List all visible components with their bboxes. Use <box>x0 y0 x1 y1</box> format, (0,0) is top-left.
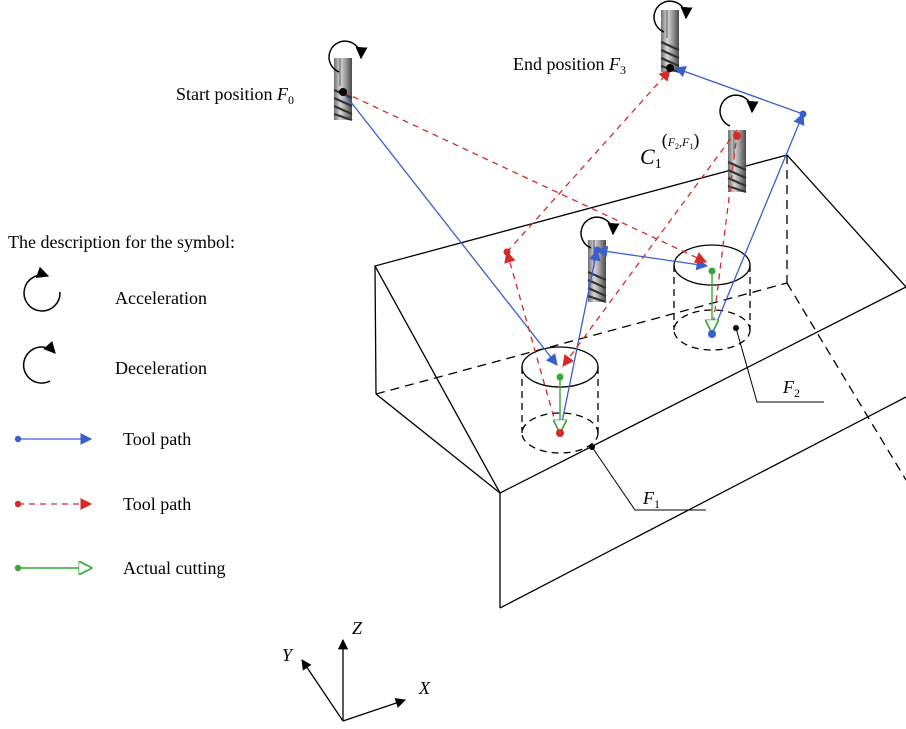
f2-label: F2 <box>782 377 800 400</box>
axis-y-label: Y <box>282 645 294 665</box>
acceleration-arrow-icon <box>580 216 620 249</box>
red-path-side-to-end <box>506 69 671 253</box>
deceleration-arrow-icon <box>22 340 56 384</box>
deceleration-arrow-icon <box>328 40 368 73</box>
acceleration-arrow-icon <box>23 266 61 312</box>
block-front-left-edge <box>375 393 501 494</box>
legend-tool-path-solid-label: Tool path <box>123 429 191 449</box>
block-left-edge <box>374 265 377 395</box>
workpiece-block <box>374 154 906 609</box>
legend-actual-cutting-label: Actual cutting <box>123 558 225 578</box>
deceleration-arrow-icon <box>653 0 693 33</box>
f2-leader-line <box>735 327 824 403</box>
start-position-label: Start position F0 <box>176 84 294 107</box>
axis-z-label: Z <box>352 618 363 638</box>
legend-tool-path-dashed-label: Tool path <box>123 494 191 514</box>
legend-deceleration-label: Deceleration <box>115 358 207 378</box>
red-path-f2-to-c1 <box>711 133 738 335</box>
blue-path-tool-to-f2 <box>595 245 709 271</box>
axis-x-label: X <box>418 678 431 698</box>
c1-label: C1(F2,F1) <box>640 130 699 172</box>
acceleration-arrow-icon <box>719 94 759 127</box>
f1-label: F1 <box>642 488 660 511</box>
block-top-face <box>374 154 906 494</box>
red-path-start-to-f2 <box>342 91 708 263</box>
f1-leader-line <box>591 446 706 511</box>
blue-path-start-to-f1 <box>342 91 558 366</box>
end-mill-tool-icon <box>659 8 681 74</box>
end-position-label: End position F3 <box>513 54 626 77</box>
blue-path-f2-to-corner <box>711 112 805 335</box>
blue-path-corner-to-end <box>673 66 804 115</box>
coordinate-axes <box>301 638 406 722</box>
legend: The description for the symbol: Accelera… <box>8 232 235 578</box>
red-path-c1-to-f1 <box>562 129 738 367</box>
red-path-side-to-f1 <box>504 250 559 433</box>
hidden-back-edge <box>375 282 788 395</box>
legend-title: The description for the symbol: <box>8 232 235 252</box>
legend-acceleration-label: Acceleration <box>115 288 207 308</box>
blue-path-f1-to-tool <box>559 248 601 433</box>
